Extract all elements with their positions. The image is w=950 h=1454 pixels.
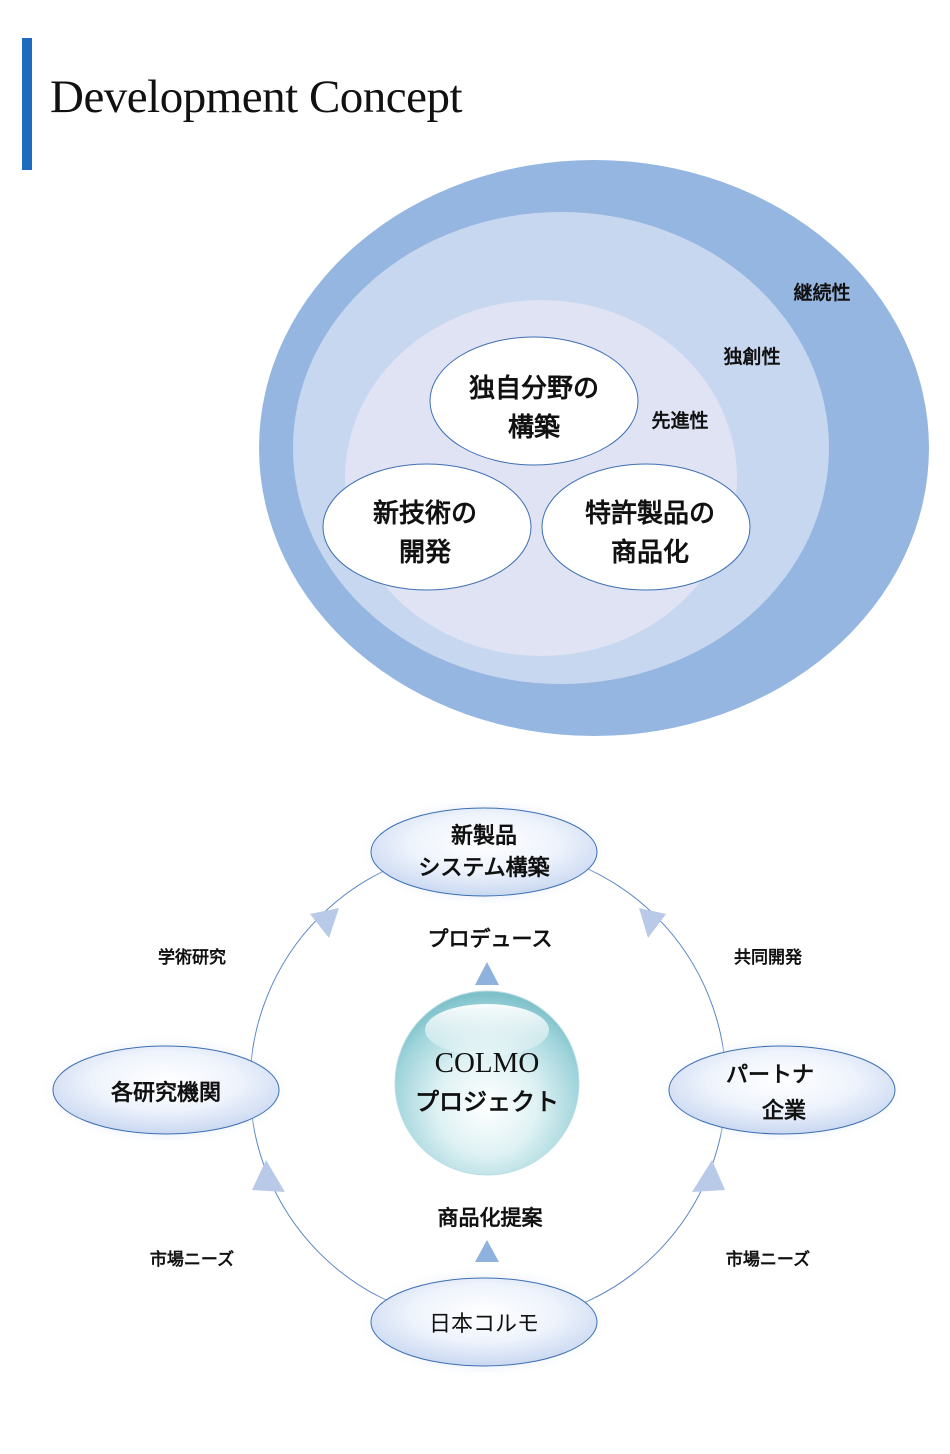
proposal-arrow — [475, 1240, 499, 1262]
cycle-arrow-upper-right — [639, 908, 666, 938]
produce-arrow — [475, 962, 499, 985]
cycle-arrow-lower-right — [692, 1160, 725, 1192]
colmo-project-sphere: COLMO プロジェクト — [394, 990, 580, 1176]
pillar-patent-line1: 特許製品の — [585, 498, 715, 529]
market-needs-left-label: 市場ニーズ — [150, 1249, 234, 1270]
node-new-product: 新製品 システム構築 — [356, 796, 612, 908]
pillar-patent: 特許製品の 商品化 — [541, 463, 751, 591]
academic-research-label: 学術研究 — [158, 947, 226, 968]
market-needs-right-label: 市場ニーズ — [726, 1249, 810, 1270]
pillar-own-field-line1: 独自分野の — [469, 373, 599, 404]
pillar-new-tech-line2: 開発 — [399, 538, 452, 568]
node-partner-line1: パートナ — [726, 1063, 814, 1088]
cycle-arrow-upper-left — [310, 908, 339, 938]
concept-diagram: 継続性 独創性 先進性 独自分野の 構築 新技術の 開発 特許製品の 商品化 — [259, 160, 929, 736]
page-title: Development Concept — [50, 71, 463, 123]
project-label: プロジェクト — [415, 1088, 559, 1116]
cycle-diagram: 新製品 システム構築 各研究機関 パートナ 企業 日本コルモ COLMO プ — [38, 796, 910, 1378]
node-research-institutes: 各研究機関 — [38, 1034, 294, 1146]
produce-label: プロデュース — [428, 927, 553, 951]
proposal-label: 商品化提案 — [438, 1206, 544, 1230]
pillar-patent-line2: 商品化 — [611, 537, 689, 568]
pillar-own-field: 独自分野の 構築 — [429, 336, 639, 466]
node-research-institutes-label: 各研究機関 — [110, 1080, 221, 1106]
cycle-arrow-lower-left — [252, 1160, 285, 1192]
colmo-label: COLMO — [435, 1047, 540, 1079]
node-new-product-line1: 新製品 — [451, 823, 517, 849]
node-new-product-line2: システム構築 — [418, 855, 550, 881]
joint-development-label: 共同開発 — [734, 947, 803, 968]
node-nihon-colmo-label: 日本コルモ — [429, 1312, 539, 1337]
ring-label-originality: 独創性 — [723, 345, 780, 368]
pillar-new-tech-line1: 新技術の — [373, 498, 477, 529]
node-partner-companies: パートナ 企業 — [654, 1034, 910, 1146]
node-partner-line2: 企業 — [761, 1098, 807, 1124]
ring-label-continuity: 継続性 — [793, 281, 850, 304]
pillar-new-tech: 新技術の 開発 — [322, 463, 532, 591]
node-nihon-colmo: 日本コルモ — [356, 1266, 612, 1378]
pillar-own-field-line2: 構築 — [508, 412, 561, 443]
title-accent-bar — [22, 38, 32, 170]
ring-label-advanced: 先進性 — [651, 409, 708, 432]
